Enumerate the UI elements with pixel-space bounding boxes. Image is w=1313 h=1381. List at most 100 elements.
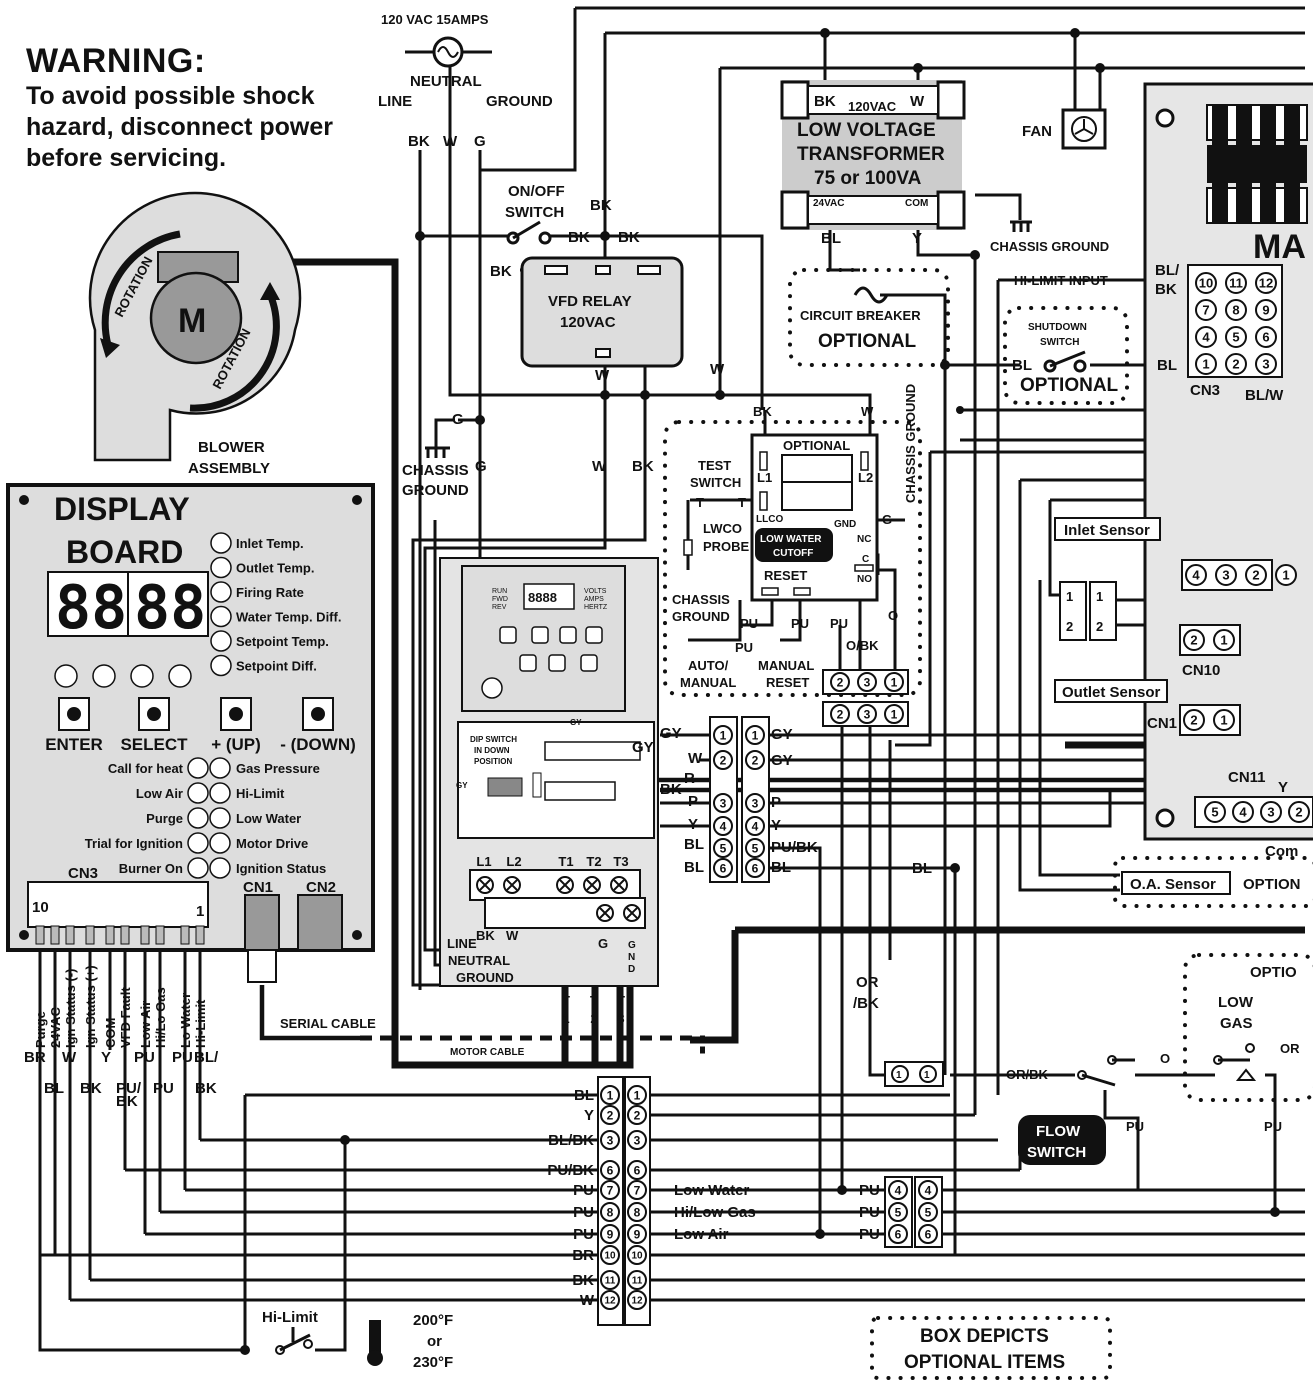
- wire-color: W: [62, 1049, 77, 1066]
- wire-color: GY: [771, 752, 793, 769]
- bot-pin-right-10: [627, 1245, 647, 1265]
- svg-text:M: M: [178, 302, 206, 340]
- bot-pin-left-6-label: 6: [607, 1163, 614, 1177]
- cn3-pin-3-label: 3: [1262, 357, 1269, 372]
- wire-color: W: [688, 750, 703, 767]
- svg-text:W: W: [910, 93, 925, 110]
- mid-pin-left-6: [713, 858, 733, 878]
- legend: BOX DEPICTS OPTIONAL ITEMS: [870, 1316, 1112, 1380]
- line-bk: BK: [408, 133, 430, 150]
- status-label-left: Trial for Ignition: [85, 836, 183, 851]
- cn3-pin-8: [1225, 299, 1247, 321]
- svg-text:MANUAL: MANUAL: [680, 675, 736, 690]
- wire-color: Y: [584, 1107, 594, 1124]
- power-rating: 120 VAC 15AMPS: [381, 12, 489, 27]
- wire-color: BK: [116, 1093, 138, 1110]
- wire-color: PU: [573, 1204, 594, 1221]
- bot-pin-left-7-label: 7: [607, 1183, 614, 1197]
- svg-text:GROUND: GROUND: [672, 609, 730, 624]
- svg-text:BK: BK: [568, 229, 590, 246]
- bot-pin-left-2-label: 2: [607, 1108, 614, 1122]
- cn3-pin-8-label: 8: [1232, 303, 1239, 318]
- pu-pin-4: [888, 1180, 908, 1200]
- lwco-term-b-2: [830, 704, 850, 724]
- wire-color: BL: [574, 1087, 594, 1104]
- cn11-pin-3-label: 3: [1267, 805, 1274, 820]
- inlet-pin-3: [1215, 564, 1237, 586]
- svg-text:BK: BK: [814, 93, 836, 110]
- wires: [38, 6, 1305, 1352]
- terminal-cross: [599, 907, 611, 919]
- svg-text:W: W: [595, 367, 610, 384]
- status-led: [209, 857, 231, 879]
- pu-pin-6-label: 6: [895, 1227, 902, 1241]
- cn3-pin-10: [1195, 272, 1217, 294]
- wire-color: BL: [912, 860, 932, 877]
- cn3-pin-3: [1255, 353, 1277, 375]
- pin-label: Ign Status (-): [63, 969, 78, 1048]
- cn3-pin-11: [1225, 272, 1247, 294]
- wire-color: BL: [44, 1080, 64, 1097]
- svg-text:OPTIONAL ITEMS: OPTIONAL ITEMS: [904, 1352, 1065, 1373]
- pu-pin-b-6-label: 6: [925, 1227, 932, 1241]
- svg-text:CN1: CN1: [1147, 715, 1177, 732]
- temp-led: [210, 630, 232, 652]
- mid-pin-left-3: [713, 793, 733, 813]
- svg-text:230°F: 230°F: [413, 1354, 453, 1371]
- cn1-pin-2-label: 2: [1190, 713, 1197, 728]
- pin-label: Hi-Limit: [193, 999, 208, 1048]
- status-led: [187, 832, 209, 854]
- svg-text:PU: PU: [1126, 1119, 1144, 1134]
- svg-text:Outlet Sensor: Outlet Sensor: [1062, 684, 1161, 701]
- wire-color: R: [684, 770, 695, 787]
- line-label: LINE: [378, 93, 412, 110]
- svg-text:75 or 100VA: 75 or 100VA: [814, 168, 922, 189]
- wire-color: PU: [859, 1204, 880, 1221]
- button-dot: [229, 707, 243, 721]
- terminal-cross: [559, 879, 571, 891]
- wire-color: PU: [134, 1049, 155, 1066]
- svg-text:BK: BK: [490, 263, 512, 280]
- on-off-switch: ON/OFF SWITCH BK BK BK BK: [490, 183, 640, 280]
- mid-pin-right-4-label: 4: [752, 819, 759, 833]
- transformer: BK 120VAC W LOW VOLTAGE TRANSFORMER 75 o…: [780, 80, 966, 247]
- svg-text:PU: PU: [791, 616, 809, 631]
- bot-pin-right-12: [627, 1290, 647, 1310]
- svg-text:HI-LIMIT INPUT: HI-LIMIT INPUT: [1014, 273, 1108, 288]
- wire-color: P: [771, 794, 781, 811]
- wire-color: BL: [684, 859, 704, 876]
- svg-text:120VAC: 120VAC: [848, 99, 897, 114]
- svg-text:W: W: [710, 361, 725, 378]
- svg-text:VOLTS: VOLTS: [584, 588, 607, 595]
- lwco-term-1: [884, 672, 904, 692]
- temp-led: [210, 532, 232, 554]
- svg-text:GROUND: GROUND: [456, 970, 514, 985]
- svg-text:CHASSIS GROUND: CHASSIS GROUND: [990, 239, 1109, 254]
- inlet-pin-1: [1275, 564, 1297, 586]
- svg-text:HERTZ: HERTZ: [584, 604, 608, 611]
- svg-text:PROBE: PROBE: [703, 539, 750, 554]
- svg-text:BL: BL: [821, 230, 841, 247]
- svg-text:IN DOWN: IN DOWN: [474, 746, 510, 755]
- pin-label: Purge: [33, 1011, 48, 1048]
- lwco-term-1-label: 1: [891, 675, 898, 689]
- mid-pin-left-5: [713, 838, 733, 858]
- svg-text:Inlet Sensor: Inlet Sensor: [1064, 522, 1150, 539]
- svg-text:CIRCUIT BREAKER: CIRCUIT BREAKER: [800, 308, 921, 323]
- wire-color: BL/BK: [548, 1132, 594, 1149]
- vfd-key: [499, 626, 517, 644]
- neutral-label: NEUTRAL: [410, 73, 482, 90]
- status-label-right: Gas Pressure: [236, 761, 320, 776]
- inlet-pin-2-label: 2: [1252, 568, 1259, 583]
- inlet-pin-2: [1245, 564, 1267, 586]
- mid-pin-right-2: [745, 750, 765, 770]
- svg-text:/BK: /BK: [853, 995, 879, 1012]
- svg-text:D: D: [628, 964, 635, 975]
- lwco-optional: OPTIONAL L1 L2 LLCO GND G LOW WATER CUTO…: [663, 384, 922, 727]
- cn3-pin-11-label: 11: [1229, 276, 1243, 291]
- svg-text:TEST: TEST: [698, 458, 731, 473]
- svg-text:OR: OR: [1280, 1041, 1300, 1056]
- temp-label: Outlet Temp.: [236, 561, 314, 576]
- svg-text:LLCO: LLCO: [756, 514, 783, 525]
